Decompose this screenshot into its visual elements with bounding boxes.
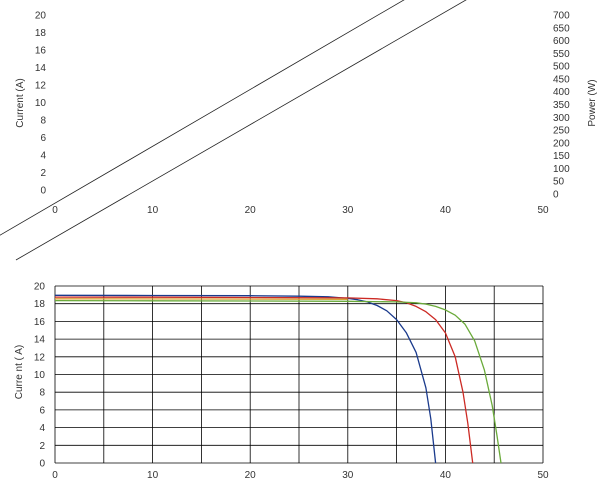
bottom-x-tick-40: 40 <box>440 470 452 481</box>
bottom-y-tick-20: 20 <box>34 282 46 293</box>
top-y2-tick-400: 400 <box>553 87 570 98</box>
top-y-tick-14: 14 <box>35 63 47 74</box>
iv-curve-series-4 <box>54 298 348 300</box>
top-x-tick-10: 10 <box>147 205 159 216</box>
top-y-tick-18: 18 <box>35 28 47 39</box>
bottom-y-tick-6: 6 <box>39 405 45 416</box>
top-y2-tick-550: 550 <box>553 49 570 60</box>
top-y2-tick-650: 650 <box>553 23 570 34</box>
bottom-y-tick-12: 12 <box>34 352 46 363</box>
top-y-axis-label: Current (A) <box>15 78 26 127</box>
top-y2-tick-200: 200 <box>553 138 570 149</box>
top-y-tick-16: 16 <box>35 46 47 57</box>
top-y2-tick-100: 100 <box>553 164 570 175</box>
top-y2-tick-350: 350 <box>553 100 570 111</box>
top-y2-tick-300: 300 <box>553 113 570 124</box>
top-y2-tick-500: 500 <box>553 62 570 73</box>
top-y-tick-10: 10 <box>35 98 47 109</box>
diagonal-line-1 <box>0 0 405 236</box>
bottom-y-tick-16: 16 <box>34 317 46 328</box>
bottom-y-tick-0: 0 <box>39 459 45 470</box>
top-y-tick-8: 8 <box>40 116 46 127</box>
top-y2-tick-450: 450 <box>553 74 570 85</box>
bottom-y-tick-18: 18 <box>34 299 46 310</box>
top-y-tick-0: 0 <box>40 186 46 197</box>
top-y2-tick-150: 150 <box>553 151 570 162</box>
top-y2-tick-50: 50 <box>553 177 565 188</box>
iv-curve-series-3 <box>54 299 502 464</box>
bottom-y-tick-14: 14 <box>34 335 46 346</box>
diagonal-line-layer <box>0 0 467 261</box>
top-y-tick-12: 12 <box>35 81 47 92</box>
bottom-y-tick-8: 8 <box>39 388 45 399</box>
top-y-tick-4: 4 <box>40 151 46 162</box>
top-y2-axis-label: Power (W) <box>587 79 598 126</box>
bottom-chart-panel: 0 2 4 6 8 10 12 14 16 18 20 0 10 20 30 40 50 Curre nt ( A… <box>14 282 549 482</box>
bottom-x-tick-10: 10 <box>147 470 159 481</box>
bottom-x-tick-30: 30 <box>342 470 354 481</box>
top-y-tick-20: 20 <box>35 11 47 22</box>
iv-curve-series-2 <box>54 296 474 464</box>
bottom-x-tick-50: 50 <box>537 470 549 481</box>
diagonal-line-2 <box>15 0 467 261</box>
top-y-tick-6: 6 <box>40 133 46 144</box>
top-x-tick-0: 0 <box>52 205 58 216</box>
bottom-y-tick-4: 4 <box>39 423 45 434</box>
top-x-tick-40: 40 <box>440 205 452 216</box>
bottom-y-tick-10: 10 <box>34 370 46 381</box>
top-y2-tick-700: 700 <box>553 11 570 22</box>
top-x-tick-50: 50 <box>537 205 549 216</box>
top-x-tick-20: 20 <box>245 205 257 216</box>
top-y-tick-2: 2 <box>40 168 46 179</box>
top-y2-tick-250: 250 <box>553 126 570 137</box>
bottom-x-tick-20: 20 <box>245 470 257 481</box>
top-x-tick-30: 30 <box>342 205 354 216</box>
bottom-x-tick-0: 0 <box>52 470 58 481</box>
iv-curve-series-1 <box>54 294 437 464</box>
bottom-y-tick-2: 2 <box>39 441 45 452</box>
top-y2-tick-600: 600 <box>553 36 570 47</box>
top-y2-tick-0: 0 <box>553 190 559 201</box>
bottom-grid <box>54 285 544 464</box>
bottom-y-axis-label: Curre nt ( A) <box>14 345 25 399</box>
